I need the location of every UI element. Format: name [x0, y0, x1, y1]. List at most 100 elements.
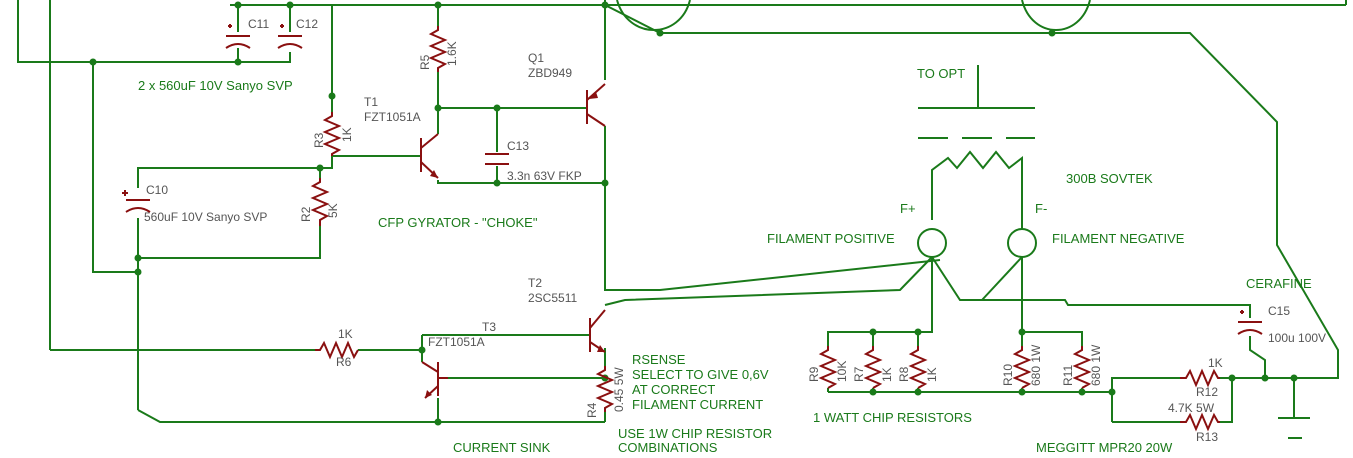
- filament-negative-label: FILAMENT NEGATIVE: [1052, 231, 1185, 246]
- r12-ref: R12: [1196, 385, 1218, 399]
- current-sink-label: CURRENT SINK: [453, 440, 551, 455]
- c13-ref: C13: [507, 139, 529, 153]
- c15-capacitor: [1237, 310, 1263, 335]
- t1-ref: T1: [364, 95, 378, 109]
- wire-bottom-rail: [137, 409, 605, 423]
- r11-resistor: [1072, 346, 1092, 389]
- r10-value: 680 1W: [1029, 344, 1043, 386]
- wire-fplus-t2: [604, 256, 933, 306]
- c15-value: 100u 100V: [1268, 331, 1326, 345]
- r8-ref: R8: [897, 366, 911, 382]
- gyrator-label: CFP GYRATOR - "CHOKE": [378, 215, 538, 230]
- r7-value: 1K: [880, 367, 894, 382]
- q1-transistor: [586, 83, 606, 127]
- tube-label: 300B SOVTEK: [1066, 171, 1153, 186]
- wire-q1-collector: [604, 126, 941, 291]
- r7-resistor: [863, 346, 883, 389]
- wire-fminus-res: [1021, 257, 1083, 346]
- t2-transistor: [589, 309, 606, 353]
- r10-resistor: [1012, 346, 1032, 389]
- r3-value: 1K: [340, 127, 354, 142]
- r4-resistor: [595, 366, 615, 412]
- t1-transistor: [420, 133, 439, 179]
- bank-label: 2 x 560uF 10V Sanyo SVP: [138, 78, 293, 93]
- wire-right-return: [604, 4, 1339, 379]
- chip-note-2: COMBINATIONS: [618, 440, 718, 455]
- t2-value: 2SC5511: [528, 291, 577, 305]
- q1-ref: Q1: [528, 51, 544, 65]
- wire-r13-right: [1220, 378, 1233, 423]
- junctions: [89, 1, 1298, 426]
- pin-f-minus: [1007, 228, 1037, 258]
- filament-heater: [931, 150, 1023, 230]
- r2-ref: R2: [299, 206, 313, 222]
- rsense-line-2: SELECT TO GIVE 0,6V: [632, 367, 769, 382]
- r2-resistor: [310, 178, 330, 226]
- r6-value: 1K: [338, 327, 353, 341]
- r8-resistor: [908, 346, 928, 389]
- wires: [17, 0, 1347, 439]
- cerafine-label: CERAFINE: [1246, 276, 1312, 291]
- r13-ref: R13: [1196, 430, 1218, 444]
- c13-capacitor: [485, 153, 509, 165]
- filament-positive-label: FILAMENT POSITIVE: [767, 231, 895, 246]
- r10-ref: R10: [1001, 364, 1015, 386]
- c11-ref: C11: [248, 17, 269, 31]
- r3-ref: R3: [312, 132, 326, 148]
- r5-ref: R5: [418, 54, 432, 70]
- f-plus-label: F+: [900, 201, 916, 216]
- q1-value: ZBD949: [528, 66, 572, 80]
- wire-left-loop: [17, 0, 291, 63]
- t3-value: FZT1051A: [428, 335, 485, 349]
- wire-r12-left: [1111, 377, 1180, 422]
- r9-value: 10K: [835, 361, 849, 382]
- c13-value: 3.3n 63V FKP: [507, 169, 582, 183]
- t3-transistor: [421, 361, 448, 399]
- f-minus-label: F-: [1035, 201, 1047, 216]
- c15-ref: C15: [1268, 304, 1290, 318]
- wire-loop-2: [1021, 0, 1091, 31]
- wire-t1-emitter: [437, 180, 605, 184]
- r8-value: 1K: [925, 367, 939, 382]
- r12-value: 1K: [1208, 356, 1223, 370]
- t2-ref: T2: [528, 276, 542, 290]
- wire-fminus-cross: [981, 256, 1023, 301]
- wire-c10-top: [137, 156, 333, 188]
- meggitt-label: MEGGITT MPR20 20W: [1036, 440, 1173, 455]
- r5-resistor: [428, 26, 448, 72]
- to-opt-label: TO OPT: [917, 66, 965, 81]
- c11-capacitor: [225, 24, 251, 49]
- rsense-line-1: RSENSE: [632, 352, 686, 367]
- r12-resistor: [1180, 368, 1220, 388]
- r7-ref: R7: [852, 366, 866, 382]
- r2-value: 5K: [326, 203, 340, 218]
- pin-f-plus: [917, 228, 947, 258]
- one-watt-label: 1 WATT CHIP RESISTORS: [813, 410, 972, 425]
- r13-value: 4.7K 5W: [1168, 401, 1215, 415]
- c12-ref: C12: [296, 17, 318, 31]
- r11-value: 680 1W: [1089, 344, 1103, 386]
- c12-capacitor: [277, 24, 303, 49]
- chip-note-1: USE 1W CHIP RESISTOR: [618, 426, 772, 441]
- t1-value: FZT1051A: [364, 110, 421, 124]
- wire-r2-bot: [138, 226, 321, 259]
- t3-ref: T3: [482, 320, 496, 334]
- wire-fplus-cap: [931, 256, 1251, 318]
- r4-ref: R4: [585, 402, 599, 418]
- wire-c15-bot: [1249, 336, 1266, 378]
- wire-93-drop: [92, 62, 138, 273]
- r13-resistor: [1180, 412, 1220, 432]
- r11-ref: R11: [1061, 365, 1075, 386]
- c10-ref: C10: [146, 183, 168, 197]
- c10-value: 560uF 10V Sanyo SVP: [144, 210, 267, 224]
- rsense-line-3: AT CORRECT: [632, 382, 715, 397]
- r4-value: 0.45 5W: [612, 367, 626, 412]
- r6-ref: R6: [336, 355, 352, 369]
- r5-value: 1.6K: [445, 41, 459, 66]
- r6-resistor: [315, 340, 359, 360]
- rsense-line-4: FILAMENT CURRENT: [632, 397, 763, 412]
- r9-ref: R9: [807, 366, 821, 382]
- c10-capacitor: [122, 190, 151, 213]
- r3-resistor: [322, 112, 342, 156]
